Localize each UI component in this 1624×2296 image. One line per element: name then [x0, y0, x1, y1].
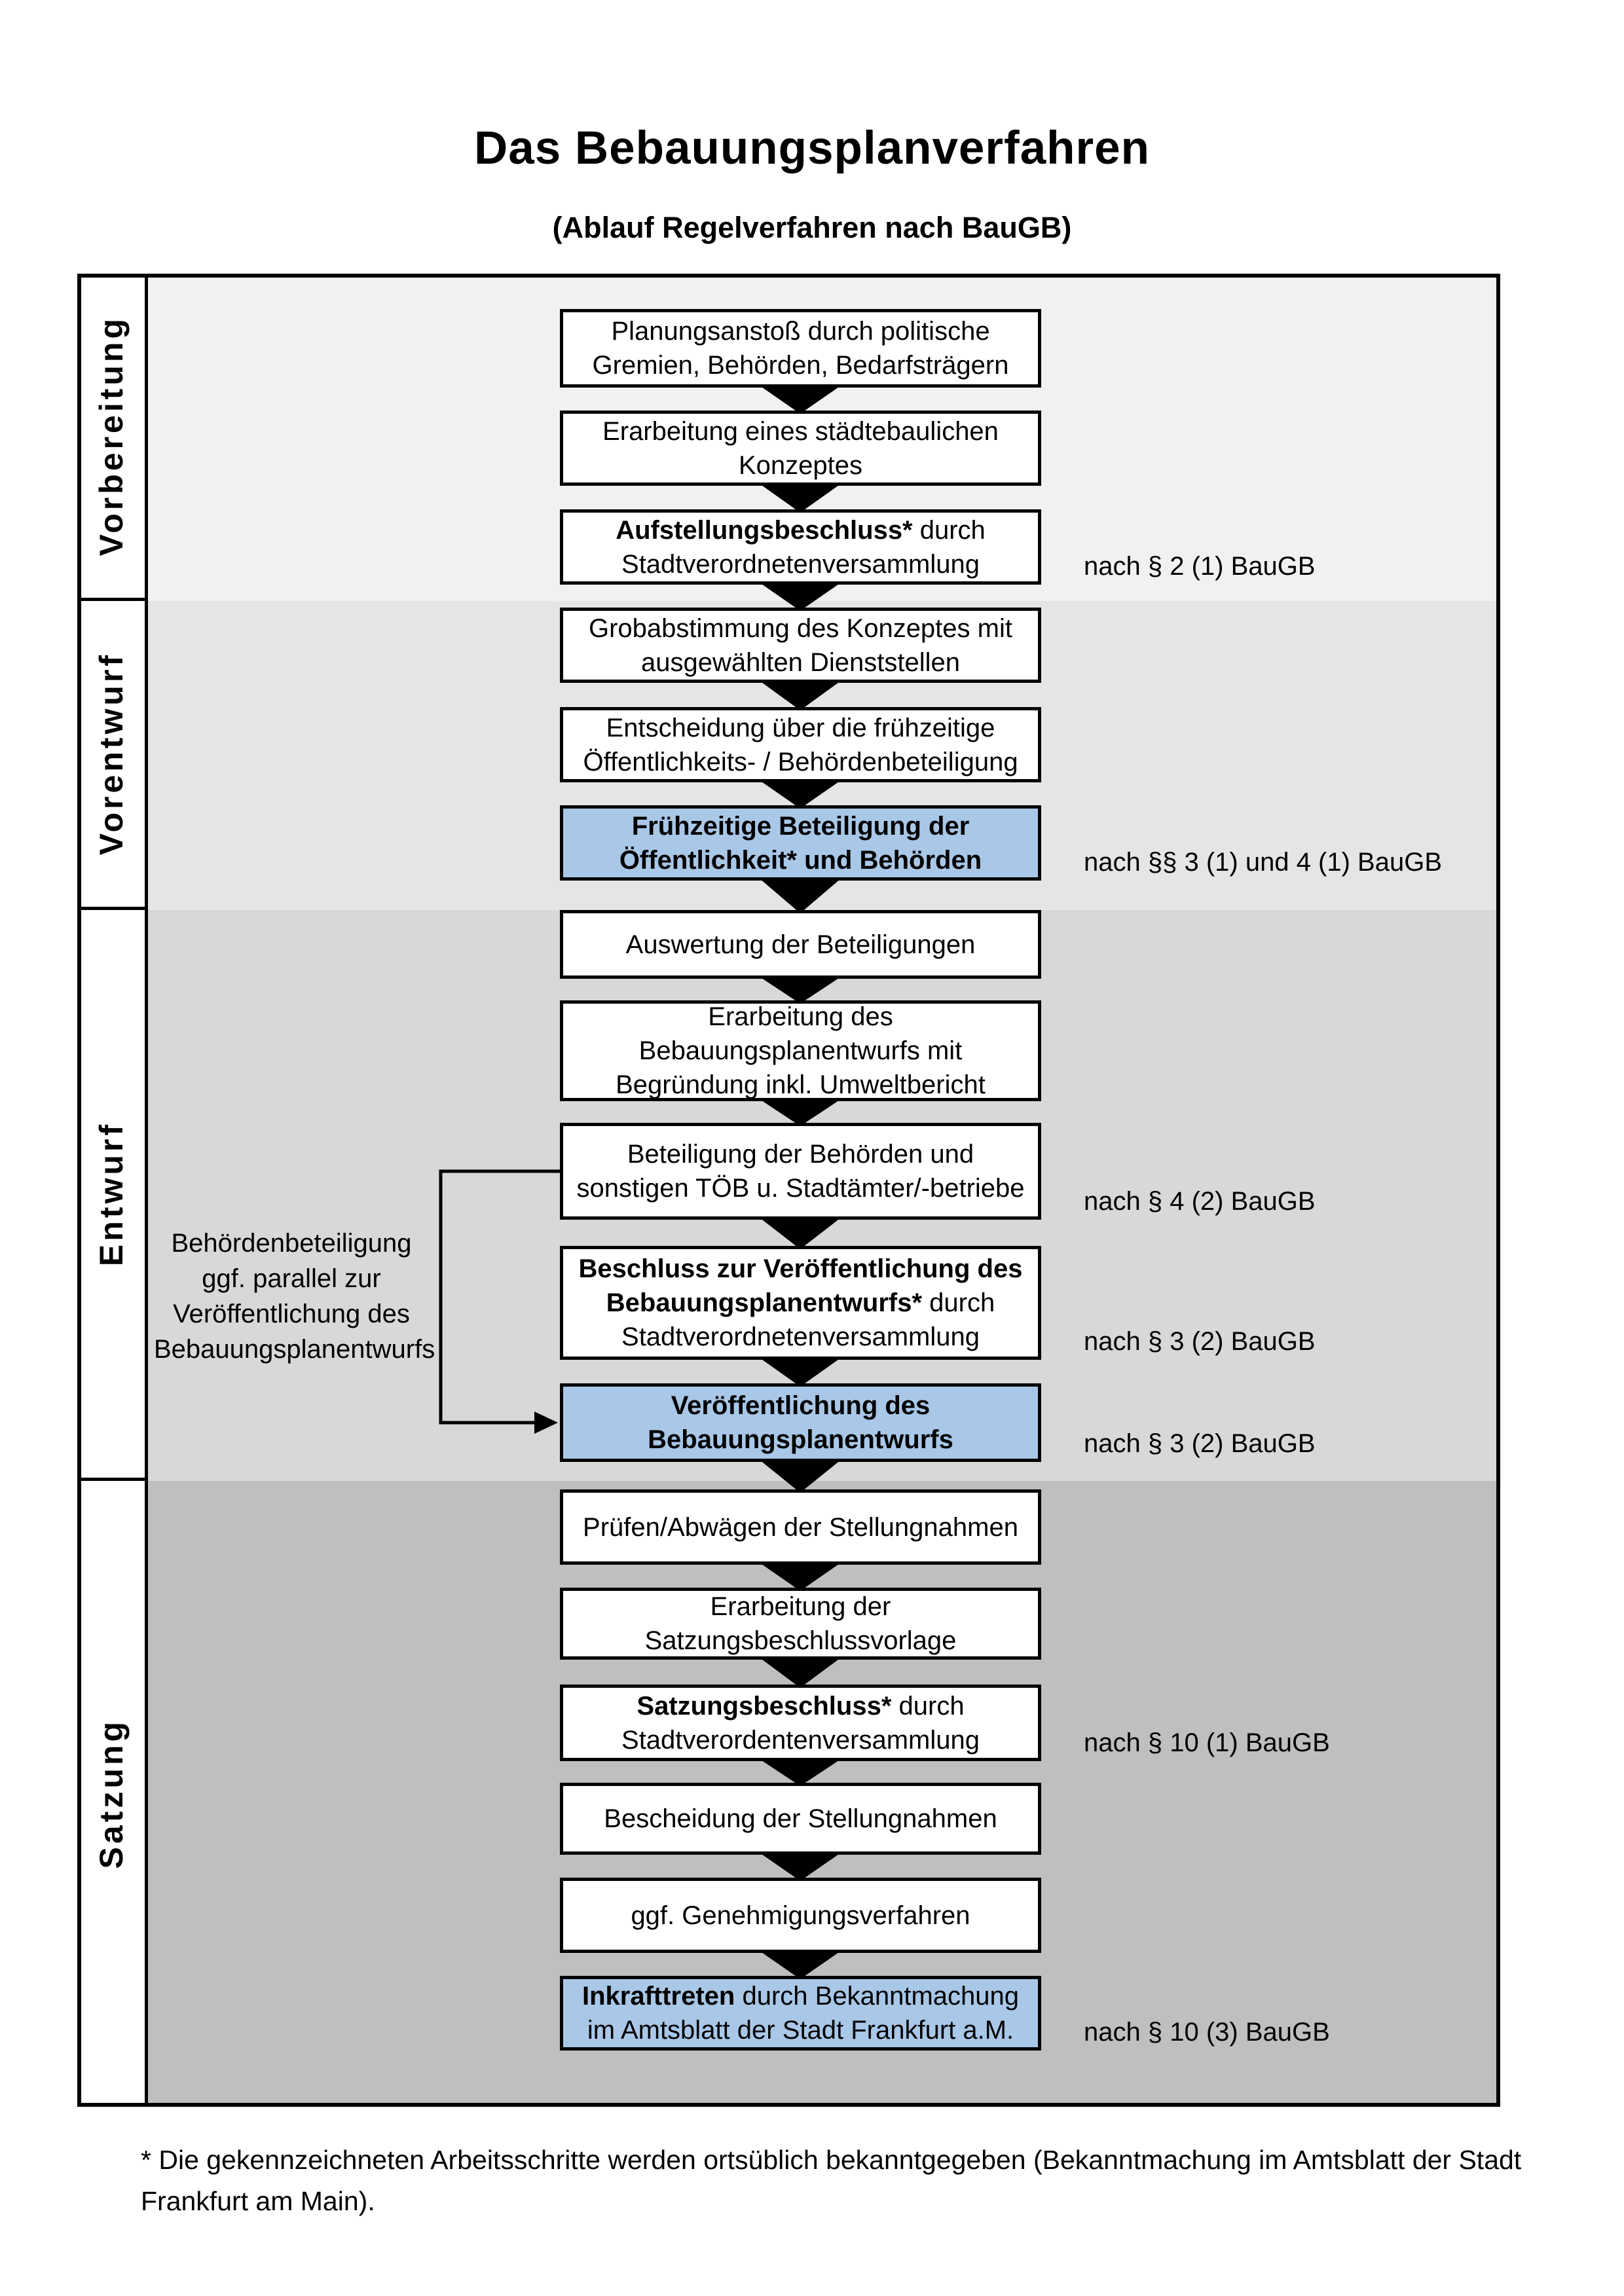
flow-step-text-line: Öffentlichkeit* und Behörden	[619, 845, 982, 875]
flow-step-box: Auswertung der Beteiligungen	[560, 910, 1041, 979]
legal-reference-label: nach § 10 (1) BauGB	[1084, 1728, 1330, 1757]
flow-step-box: Prüfen/Abwägen der Stellungnahmen	[560, 1489, 1041, 1565]
flow-step-text-line: Erarbeitung eines städtebaulichen	[602, 416, 999, 446]
arrow-down-icon	[760, 780, 841, 809]
legal-reference-label: nach § 3 (2) BauGB	[1084, 1429, 1316, 1458]
flow-step-text-line: sonstigen TÖB u. Stadtämter/-betriebe	[576, 1174, 1025, 1203]
arrow-down-icon	[760, 977, 841, 1004]
flow-step-text-line: Veröffentlichung des	[671, 1391, 931, 1420]
arrow-down-icon	[760, 1759, 841, 1786]
arrow-down-icon	[760, 1218, 841, 1249]
flow-step-text-line: Erarbeitung der	[710, 1592, 891, 1621]
arrow-down-icon	[760, 879, 841, 913]
arrow-down-icon	[760, 1099, 841, 1126]
arrow-down-icon	[760, 1460, 841, 1493]
flow-step-box: ggf. Genehmigungsverfahren	[560, 1878, 1041, 1953]
flow-step-text-line: Öffentlichkeits- / Behördenbeteiligung	[583, 747, 1018, 776]
flow-step-text-line: Gremien, Behörden, Bedarfsträgern	[592, 351, 1009, 380]
phase-label-satzung: Satzung	[92, 1719, 130, 1869]
side-note-line: ggf. parallel zur	[202, 1264, 381, 1293]
page-title: Das Bebauungsplanverfahren	[473, 122, 1151, 174]
arrow-down-icon	[760, 1563, 841, 1591]
flow-step-text-line: Aufstellungsbeschluss* durch	[616, 515, 986, 545]
phase-cell-vorentwurf: Vorentwurf	[77, 601, 148, 910]
phase-label-vorbereitung: Vorbereitung	[92, 315, 130, 556]
arrow-down-icon	[760, 1853, 841, 1881]
arrow-down-icon	[760, 1951, 841, 1979]
flow-step-text-line: Inkrafttreten durch Bekanntmachung	[581, 1982, 1019, 2011]
phase-label-entwurf: Entwurf	[92, 1121, 130, 1267]
footnote-line: * Die gekennzeichneten Arbeitsschritte w…	[141, 2145, 1522, 2175]
flow-step-box: Beteiligung der Behörden und sonstigen TÖ…	[560, 1123, 1041, 1220]
legal-reference-label: nach § 2 (1) BauGB	[1084, 552, 1316, 581]
flow-step-box: Bescheidung der Stellungnahmen	[560, 1783, 1041, 1855]
arrow-down-icon	[760, 484, 841, 513]
phase-cell-satzung: Satzung	[77, 1481, 148, 2107]
flow-step-text-line: ggf. Genehmigungsverfahren	[631, 1901, 970, 1930]
phase-cell-vorbereitung: Vorbereitung	[77, 274, 148, 601]
flow-step-text-line: Konzeptes	[738, 450, 863, 480]
flow-step-text-line: Bebauungsplanentwurfs mit	[638, 1036, 963, 1065]
arrow-down-icon	[760, 1658, 841, 1688]
phase-cell-entwurf: Entwurf	[77, 910, 148, 1481]
flow-step-text-line: Satzungsbeschluss* durch	[637, 1691, 965, 1721]
flow-step-text-line: Erarbeitung des	[708, 1002, 893, 1031]
flow-step-text-line: Beteiligung der Behörden und	[627, 1140, 974, 1169]
flow-step-text-line: Auswertung der Beteiligungen	[625, 930, 976, 959]
flow-step-text-line: Stadtverordnetenversammlung	[621, 549, 980, 579]
arrow-down-icon	[760, 681, 841, 710]
flow-step-text-line: Planungsanstoß durch politische	[611, 317, 990, 346]
legal-reference-label: nach § 4 (2) BauGB	[1084, 1187, 1316, 1216]
side-note-line: Veröffentlichung des	[173, 1300, 410, 1328]
flow-step-text-line: Grobabstimmung des Konzeptes mit	[589, 613, 1012, 643]
flow-step-text-line: Prüfen/Abwägen der Stellungnahmen	[583, 1512, 1018, 1542]
flow-step-box: Inkrafttreten durch Bekanntmachung im Amt…	[560, 1976, 1041, 2050]
flow-step-text-line: im Amtsblatt der Stadt Frankfurt a.M.	[587, 2016, 1014, 2045]
footnote: * Die gekennzeichneten Arbeitsschritte w…	[141, 2140, 1568, 2222]
flow-step-text-line: Bebauungsplanentwurfs* durch	[606, 1288, 995, 1317]
side-note-line: Behördenbeteiligung	[171, 1229, 412, 1258]
flow-step-text-line: Stadtverordentenversammlung	[621, 1725, 980, 1755]
footnote-line: Frankfurt am Main).	[141, 2186, 375, 2216]
arrow-down-icon	[760, 386, 841, 414]
flow-step-text-line: Satzungsbeschlussvorlage	[644, 1626, 957, 1655]
flow-step-text-line: Frühzeitige Beteiligung der	[631, 811, 970, 841]
arrow-down-icon	[760, 583, 841, 611]
flow-step-text-line: Begründung inkl. Umweltbericht	[616, 1070, 986, 1099]
flow-step-text-line: Stadtverordnetenversammlung	[621, 1322, 980, 1351]
flow-step-text-line: Beschluss zur Veröffentlichung des	[578, 1254, 1023, 1283]
legal-reference-label: nach § 3 (2) BauGB	[1084, 1327, 1316, 1356]
flow-step-text-line: ausgewählten Dienststellen	[641, 647, 960, 677]
page-subtitle: (Ablauf Regelverfahren nach BauGB)	[552, 211, 1072, 244]
flow-step-text-line: Bescheidung der Stellungnahmen	[604, 1804, 997, 1833]
legal-reference-label: nach §§ 3 (1) und 4 (1) BauGB	[1084, 848, 1442, 877]
flow-step-box: Grobabstimmung des Konzeptes mit ausgewäh…	[560, 608, 1041, 683]
arrow-down-icon	[760, 1358, 841, 1387]
flow-step-text-line: Entscheidung über die frühzeitige	[606, 713, 995, 742]
side-note-line: Bebauungsplanentwurfs	[154, 1335, 435, 1364]
flow-step-text-line: Bebauungsplanentwurfs	[648, 1425, 953, 1454]
legal-reference-label: nach § 10 (3) BauGB	[1084, 2018, 1330, 2047]
phase-label-vorentwurf: Vorentwurf	[92, 652, 130, 856]
